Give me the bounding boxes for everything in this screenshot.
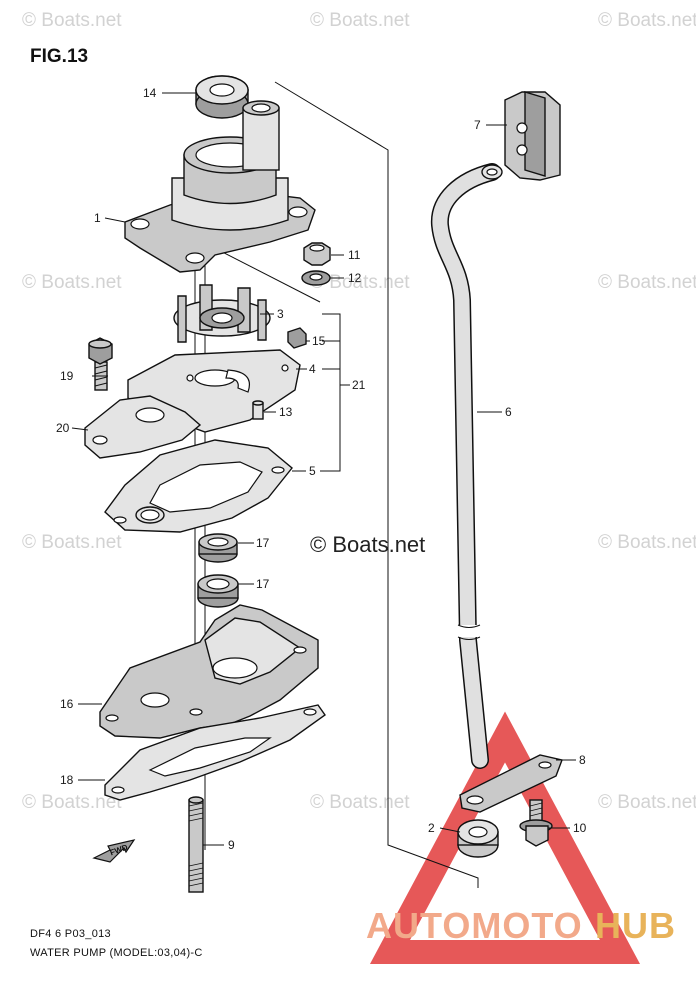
part-5-gasket: [104, 439, 293, 533]
watermark-text: © Boats.net: [310, 10, 410, 31]
callout-21: 21: [352, 378, 366, 392]
part-16-lower-case: [99, 604, 319, 739]
callout-4: 4: [309, 362, 316, 376]
footer-code: DF4 6 P03_013: [30, 928, 111, 940]
callout-7: 7: [474, 118, 481, 132]
watermark-text: © Boats.net: [598, 532, 696, 553]
brand-part2: HUB: [595, 905, 676, 946]
part-11-nut: [303, 242, 331, 266]
part-10-bolt: [519, 799, 553, 847]
callout-12: 12: [348, 271, 362, 285]
part-15-key: [287, 327, 307, 349]
part-18-gasket: [104, 704, 326, 801]
part-1-pump-case: [124, 100, 316, 273]
callout-18: 18: [60, 773, 74, 787]
part-20-gasket: [84, 395, 202, 459]
callout-15: 15: [312, 334, 326, 348]
center-watermark: © Boats.net: [310, 532, 425, 557]
callout-9: 9: [228, 838, 235, 852]
part-3-impeller: [173, 284, 271, 343]
callout-17: 17: [256, 577, 270, 591]
part-17-oil-seal-upper: [198, 533, 238, 563]
watermark-text: © Boats.net: [22, 10, 122, 31]
callout-11: 11: [348, 248, 361, 262]
callout-5: 5: [309, 464, 316, 478]
watermark-text: © Boats.net: [598, 792, 696, 813]
part-17-oil-seal-lower: [197, 574, 239, 608]
callout-10: 10: [573, 821, 587, 835]
brand-logo-text: AUTOMOTO HUB: [366, 905, 676, 946]
callout-16: 16: [60, 697, 74, 711]
brand-triangle-logo: [369, 711, 641, 964]
callout-13: 13: [279, 405, 293, 419]
watermark-text: © Boats.net: [22, 272, 122, 293]
watermark-text: © Boats.net: [310, 792, 410, 813]
part-8-clamp-plate: [459, 754, 563, 813]
footer-caption: WATER PUMP (MODEL:03,04)-C: [30, 947, 203, 959]
callout-8: 8: [579, 753, 586, 767]
part-9-stud: [188, 796, 204, 893]
callout-20: 20: [56, 421, 70, 435]
part-13-dowel-pin: [252, 400, 264, 420]
part-6-water-tube: [430, 163, 503, 769]
leader-lines: [71, 92, 576, 846]
watermarks: © Boats.net © Boats.net © Boats.net © Bo…: [22, 10, 696, 813]
part-14-oil-seal: [195, 75, 249, 119]
fwd-arrow-icon: FWD: [92, 839, 136, 863]
part-7-grommet: [504, 91, 561, 181]
callout-14: 14: [143, 86, 157, 100]
watermark-text: © Boats.net: [598, 10, 696, 31]
brand-part1: AUTOMOTO: [366, 905, 583, 946]
callout-labels: 14 7 1 11 12 3 15 4 21 19 13 20 6 5 17 1…: [56, 86, 587, 852]
callout-1: 1: [94, 211, 101, 225]
callout-3: 3: [277, 307, 284, 321]
figure-title: FIG.13: [30, 46, 88, 67]
callout-2: 2: [428, 821, 435, 835]
callout-17: 17: [256, 536, 270, 550]
part-12-washer: [301, 270, 331, 286]
part-19-bolt: [88, 337, 113, 391]
callout-6: 6: [505, 405, 512, 419]
callout-19: 19: [60, 369, 74, 383]
watermark-text: © Boats.net: [598, 272, 696, 293]
part-2-grommet: [457, 819, 499, 858]
watermark-text: © Boats.net: [22, 532, 122, 553]
watermark-text: © Boats.net: [310, 272, 410, 293]
watermark-text: © Boats.net: [22, 792, 122, 813]
